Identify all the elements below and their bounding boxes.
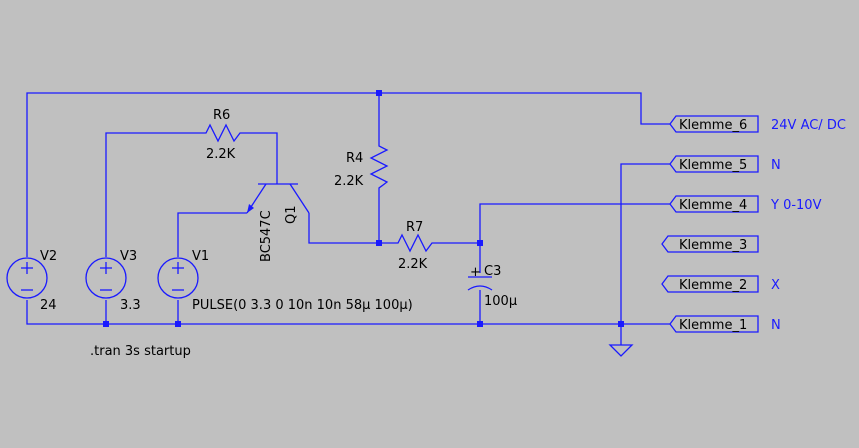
v3-value-label: 3.3 [120, 298, 141, 313]
wire-klemme4[interactable] [479, 203, 670, 273]
resistor-r7[interactable]: R7 2.2K [392, 220, 436, 272]
terminal-klemme-5[interactable]: Klemme_5 N [669, 155, 781, 173]
c3-value-label: 100µ [484, 294, 517, 309]
terminal-net-label: N [771, 158, 781, 173]
terminal-label: Klemme_4 [679, 198, 747, 213]
v3-name-label: V3 [120, 249, 137, 264]
r7-value-label: 2.2K [398, 257, 428, 272]
terminal-net-label: N [771, 318, 781, 333]
terminal-net-label: X [771, 278, 780, 293]
r7-name-label: R7 [406, 220, 423, 235]
terminal-klemme-2[interactable]: Klemme_2 X [661, 275, 780, 293]
r4-value-label: 2.2K [334, 174, 364, 189]
ground-icon [608, 344, 634, 357]
voltage-source-v2[interactable]: V2 24 [6, 249, 57, 313]
r6-name-label: R6 [213, 108, 230, 123]
terminal-net-label: 24V AC/ DC [771, 118, 846, 133]
junction-dot [618, 321, 624, 327]
junction-dot [477, 321, 483, 327]
wire-v3-r6[interactable] [105, 132, 200, 257]
terminal-label: Klemme_6 [679, 118, 747, 133]
resistor-r4[interactable]: R4 2.2K [334, 140, 389, 196]
terminal-klemme-3[interactable]: Klemme_3 [661, 235, 759, 253]
v2-name-label: V2 [40, 249, 57, 264]
v1-name-label: V1 [192, 249, 209, 264]
c3-polarity-mark: + [470, 265, 481, 280]
junction-dot [376, 240, 382, 246]
voltage-source-v3[interactable]: V3 3.3 [85, 249, 141, 313]
wire-q1-junction[interactable] [308, 213, 392, 244]
wire-r6-q1[interactable] [244, 132, 278, 184]
wire-24v-rail[interactable] [26, 92, 670, 257]
terminal-label: Klemme_5 [679, 158, 747, 173]
v2-value-label: 24 [40, 298, 57, 313]
junction-dot [103, 321, 109, 327]
terminal-klemme-6[interactable]: Klemme_6 24V AC/ DC [669, 115, 846, 133]
c3-name-label: C3 [484, 264, 501, 279]
voltage-source-v1[interactable]: V1 PULSE(0 3.3 0 10n 10n 58µ 100µ) [157, 249, 413, 313]
junction-dot [175, 321, 181, 327]
r4-name-label: R4 [346, 151, 363, 166]
junction-dot [477, 240, 483, 246]
wire-ground-rail[interactable] [26, 300, 670, 325]
terminal-net-label: Y 0-10V [770, 198, 822, 213]
v1-value-label: PULSE(0 3.3 0 10n 10n 58µ 100µ) [192, 298, 413, 313]
q1-name-label: Q1 [284, 205, 299, 224]
r6-value-label: 2.2K [206, 147, 236, 162]
tran-directive[interactable]: .tran 3s startup [90, 344, 191, 359]
wire-v1-q1[interactable] [177, 212, 247, 257]
q1-model-label: BC547C [259, 210, 274, 262]
capacitor-c3[interactable]: + C3 100µ [467, 264, 517, 309]
terminal-klemme-1[interactable]: Klemme_1 N [669, 315, 781, 333]
junction-dot [376, 90, 382, 96]
wire-klemme5[interactable] [620, 163, 670, 345]
junction-nodes [103, 90, 624, 327]
resistor-r6[interactable]: R6 2.2K [200, 108, 244, 162]
terminal-label: Klemme_3 [679, 238, 747, 253]
wires [26, 92, 670, 345]
terminal-label: Klemme_1 [679, 318, 747, 333]
transistor-q1[interactable]: BC547C Q1 [246, 183, 310, 262]
terminal-label: Klemme_2 [679, 278, 747, 293]
terminal-klemme-4[interactable]: Klemme_4 Y 0-10V [669, 195, 822, 213]
